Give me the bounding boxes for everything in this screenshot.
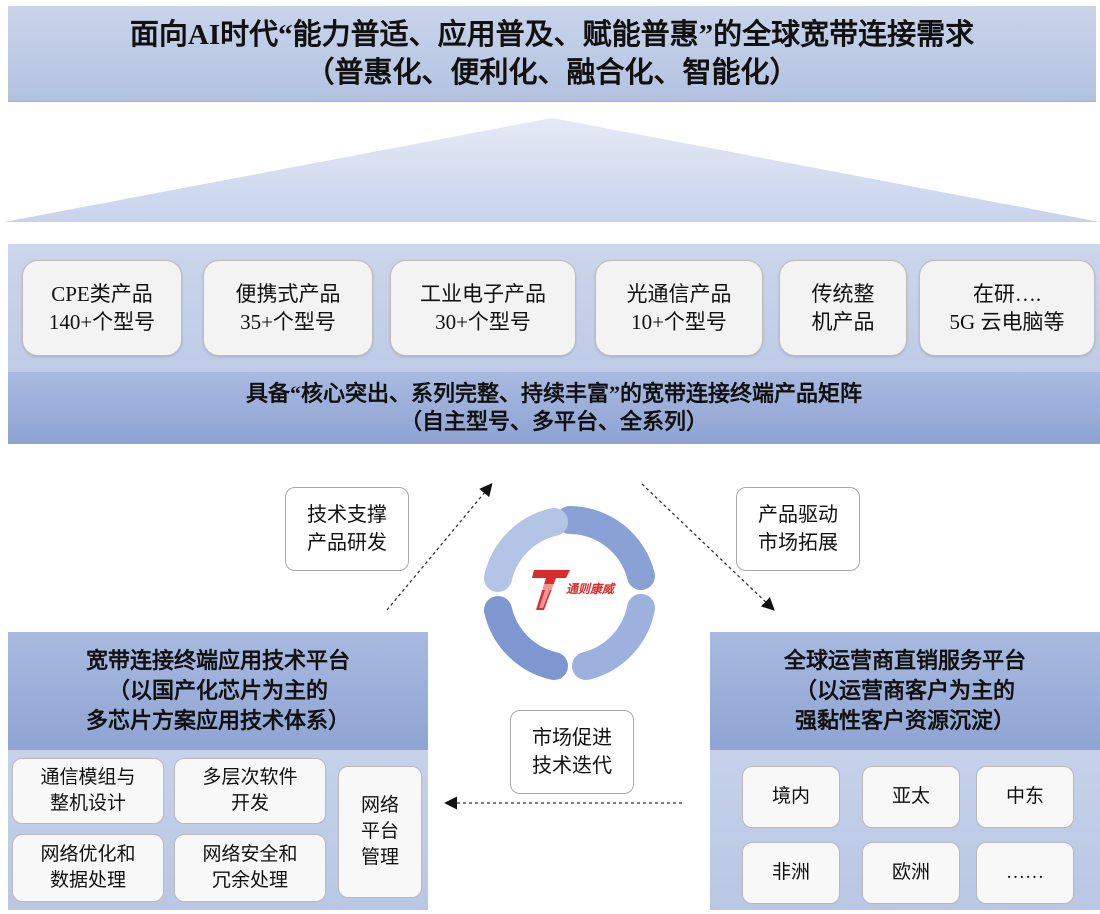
- product-matrix-line2: （自主型号、多平台、全系列）: [399, 409, 708, 434]
- top-banner-line1: 面向AI时代“能力普适、应用普及、赋能普惠”的全球宽带连接需求: [129, 18, 975, 51]
- right-platform-subtitle: （以运营商客户为主的: [794, 678, 1015, 703]
- region-domestic: 境内: [742, 766, 840, 828]
- product-card-count: 140+个型号: [48, 310, 156, 334]
- product-card-title: 传统整: [811, 282, 875, 306]
- region-label: 非洲: [771, 862, 810, 883]
- arrow-tech-support: [386, 482, 493, 611]
- region-label: 欧洲: [891, 862, 930, 883]
- note-line: 市场促进: [532, 727, 612, 749]
- product-matrix-line1: 具备“核心突出、系列完整、持续丰富”的宽带连接终端产品矩阵: [245, 381, 862, 406]
- top-banner: 面向AI时代“能力普适、应用普及、赋能普惠”的全球宽带连接需求 （普惠化、便利化…: [8, 6, 1096, 102]
- product-card-count: 5G 云电脑等: [949, 310, 1065, 334]
- region-label: 亚太: [891, 786, 930, 807]
- note-line: 产品研发: [307, 532, 387, 554]
- tech-cell-line: 网络优化和: [40, 844, 136, 865]
- right-platform-subtitle: 强黏性客户资源沉淀）: [794, 708, 1015, 733]
- product-card-title: CPE类产品: [51, 282, 153, 306]
- tech-cell-optimization: 网络优化和 数据处理: [12, 834, 164, 902]
- left-platform-subtitle: 多芯片方案应用技术体系）: [85, 708, 350, 733]
- tech-cell-line: 平台: [360, 821, 399, 842]
- note-product-drive: 产品驱动 市场拓展: [736, 487, 860, 571]
- product-card-rnd: 在研…. 5G 云电脑等: [919, 260, 1095, 356]
- region-label: 境内: [771, 786, 810, 807]
- note-line: 技术支撑: [307, 504, 387, 526]
- region-middle-east: 中东: [976, 766, 1074, 828]
- region-more: ……: [976, 842, 1074, 904]
- left-platform-subtitle: （以国产化芯片为主的: [107, 678, 328, 703]
- tech-cell-line: 开发: [230, 793, 269, 814]
- product-card-title: 光通信产品: [626, 282, 732, 306]
- product-card-count: 10+个型号: [631, 310, 727, 334]
- tech-cell-line: 网络: [360, 795, 399, 816]
- logo-mark-icon: [532, 570, 570, 610]
- tech-cell-line: 数据处理: [49, 870, 126, 891]
- note-market-promote: 市场促进 技术迭代: [510, 710, 634, 794]
- note-tech-support: 技术支撑 产品研发: [285, 487, 409, 571]
- product-card-optical: 光通信产品 10+个型号: [595, 260, 763, 356]
- right-platform-header: 全球运营商直销服务平台 （以运营商客户为主的 强黏性客户资源沉淀）: [710, 632, 1100, 750]
- tech-cell-line: 多层次软件: [202, 767, 298, 788]
- top-banner-line2: （普惠化、便利化、融合化、智能化）: [305, 56, 799, 89]
- product-card-industrial: 工业电子产品 30+个型号: [390, 260, 576, 356]
- tech-cell-line: 管理: [360, 847, 399, 868]
- product-card-portable: 便携式产品 35+个型号: [203, 260, 373, 356]
- tech-cell-network-platform: 网络 平台 管理: [338, 766, 422, 898]
- note-line: 技术迭代: [532, 755, 612, 777]
- left-platform-title: 宽带连接终端应用技术平台: [85, 648, 350, 673]
- tech-cell-line: 网络安全和: [202, 844, 298, 865]
- product-card-title: 工业电子产品: [420, 282, 546, 306]
- region-apac: 亚太: [862, 766, 960, 828]
- product-card-count: 30+个型号: [435, 310, 531, 334]
- right-platform-title: 全球运营商直销服务平台: [783, 648, 1026, 673]
- region-label: 中东: [1005, 786, 1044, 807]
- region-europe: 欧洲: [862, 842, 960, 904]
- cycle-ring: [484, 506, 655, 680]
- product-card-count: 机产品: [811, 310, 875, 334]
- region-label: ……: [1006, 862, 1044, 883]
- tech-cell-software: 多层次软件 开发: [174, 758, 326, 824]
- tech-cell-line: 通信模组与: [40, 767, 136, 788]
- product-card-count: 35+个型号: [240, 310, 336, 334]
- product-card-title: 便携式产品: [235, 282, 341, 306]
- tech-cell-line: 整机设计: [49, 793, 126, 814]
- product-card-title: 在研….: [972, 282, 1042, 306]
- product-matrix-strip: 具备“核心突出、系列完整、持续丰富”的宽带连接终端产品矩阵 （自主型号、多平台、…: [8, 372, 1100, 444]
- note-line: 产品驱动: [758, 504, 838, 526]
- left-platform-header: 宽带连接终端应用技术平台 （以国产化芯片为主的 多芯片方案应用技术体系）: [8, 632, 428, 750]
- tech-cell-line: 冗余处理: [211, 870, 288, 891]
- note-line: 市场拓展: [758, 532, 838, 554]
- product-card-traditional: 传统整 机产品: [779, 260, 907, 356]
- tech-cell-module: 通信模组与 整机设计: [12, 758, 164, 824]
- tech-cell-security: 网络安全和 冗余处理: [174, 834, 326, 902]
- roof-triangle: [4, 118, 1100, 222]
- region-africa: 非洲: [742, 842, 840, 904]
- logo-text: 通则康威: [566, 582, 615, 596]
- product-card-cpe: CPE类产品 140+个型号: [22, 260, 182, 356]
